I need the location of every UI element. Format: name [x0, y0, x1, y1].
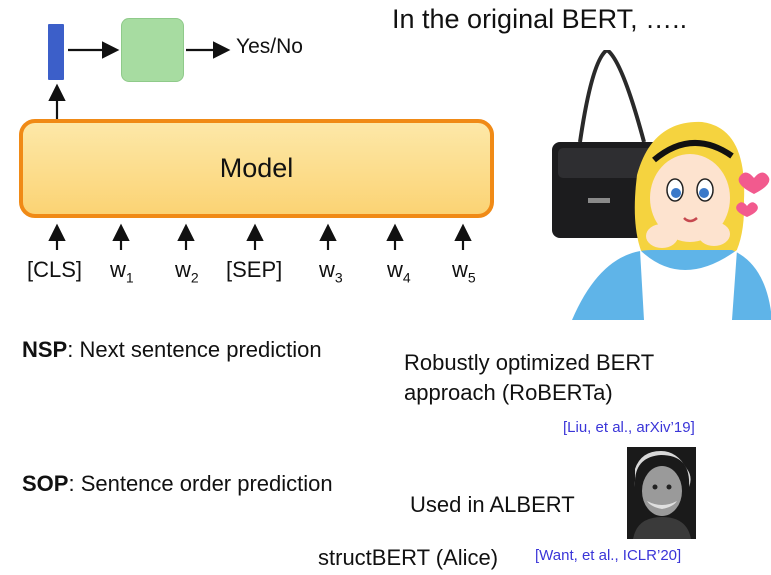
- model-box: [19, 119, 494, 218]
- structbert-citation: [Want, et al., ICLR’20]: [535, 547, 682, 564]
- token-sep: [SEP]: [226, 257, 283, 282]
- token-w4: w4: [387, 257, 411, 286]
- alice-illustration: [552, 50, 771, 320]
- slide-title: In the original BERT, …..: [392, 4, 688, 34]
- token-w1: w1: [110, 257, 134, 286]
- einstein-portrait: [627, 447, 696, 539]
- token-w5: w5: [452, 257, 476, 286]
- structbert-text: structBERT (Alice): [318, 545, 499, 570]
- model-label: Model: [219, 153, 294, 183]
- token-w3: w3: [319, 257, 343, 286]
- roberta-text: Robustly optimized BERT approach (RoBERT…: [404, 350, 654, 405]
- token-w2: w2: [175, 257, 199, 286]
- albert-text: Used in ALBERT: [410, 492, 575, 517]
- cls-output-vector: [48, 24, 64, 80]
- sop-text: SOP: Sentence order prediction: [22, 471, 333, 496]
- classifier-box: [121, 18, 184, 82]
- token-cls: [CLS]: [27, 257, 83, 282]
- roberta-citation: [Liu, et al., arXiv’19]: [563, 419, 695, 436]
- nsp-text: NSP: Next sentence prediction: [22, 337, 322, 362]
- yes-no-label: Yes/No: [236, 35, 303, 58]
